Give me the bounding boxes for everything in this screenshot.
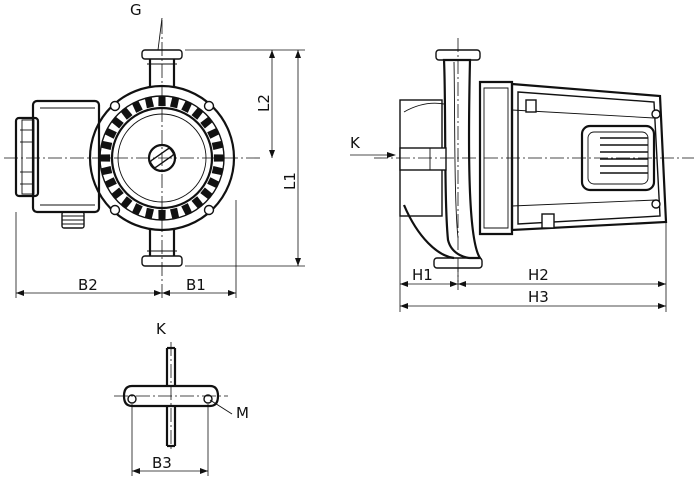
- label-g: G: [130, 1, 142, 19]
- label-h1: H1: [412, 266, 433, 284]
- cooling-fin: [169, 207, 180, 220]
- label-l2: L2: [255, 94, 273, 112]
- dimension-b: B2 B1: [15, 200, 237, 298]
- cooling-fin: [132, 203, 143, 216]
- cooling-fin: [191, 107, 204, 120]
- cooling-fin: [200, 116, 213, 129]
- cooling-fin: [207, 177, 220, 188]
- cooling-fin: [158, 96, 166, 107]
- cooling-fin: [181, 203, 192, 216]
- side-view: K H1 H2 H3: [350, 38, 694, 312]
- dimension-l: L2 L1: [185, 49, 305, 267]
- cooling-fin: [111, 116, 124, 129]
- label-b3: B3: [152, 454, 172, 472]
- cooling-fin: [181, 100, 192, 113]
- cooling-fin: [213, 154, 224, 162]
- label-b2: B2: [78, 276, 98, 294]
- cooling-fin: [132, 100, 143, 113]
- flange-detail: K M B3: [114, 320, 249, 476]
- vent-slots: [600, 137, 648, 174]
- cooling-fin: [120, 107, 133, 120]
- cooling-fin: [100, 140, 113, 151]
- cooling-fin: [144, 96, 155, 109]
- label-k-flange: K: [156, 320, 167, 338]
- label-h3: H3: [528, 288, 549, 306]
- cooling-fin: [207, 128, 220, 139]
- cooling-fin: [111, 187, 124, 200]
- cooling-fin: [200, 187, 213, 200]
- cooling-fin: [100, 165, 113, 176]
- terminal-box: [14, 99, 101, 229]
- cooling-fin: [211, 165, 224, 176]
- label-k-side: K: [350, 134, 361, 152]
- label-b1: B1: [186, 276, 206, 294]
- dimension-h: H1 H2 H3: [399, 216, 667, 312]
- cooling-fin: [104, 177, 117, 188]
- label-l1: L1: [281, 172, 299, 190]
- label-h2: H2: [528, 266, 549, 284]
- cooling-fin: [144, 207, 155, 220]
- cooling-fin: [104, 128, 117, 139]
- cooling-fin: [211, 140, 224, 151]
- front-view: G L2 L1 B2 B1: [4, 1, 305, 300]
- label-m: M: [236, 404, 249, 422]
- cooling-fin: [120, 196, 133, 209]
- cooling-fin: [169, 96, 180, 109]
- cooling-fin: [191, 196, 204, 209]
